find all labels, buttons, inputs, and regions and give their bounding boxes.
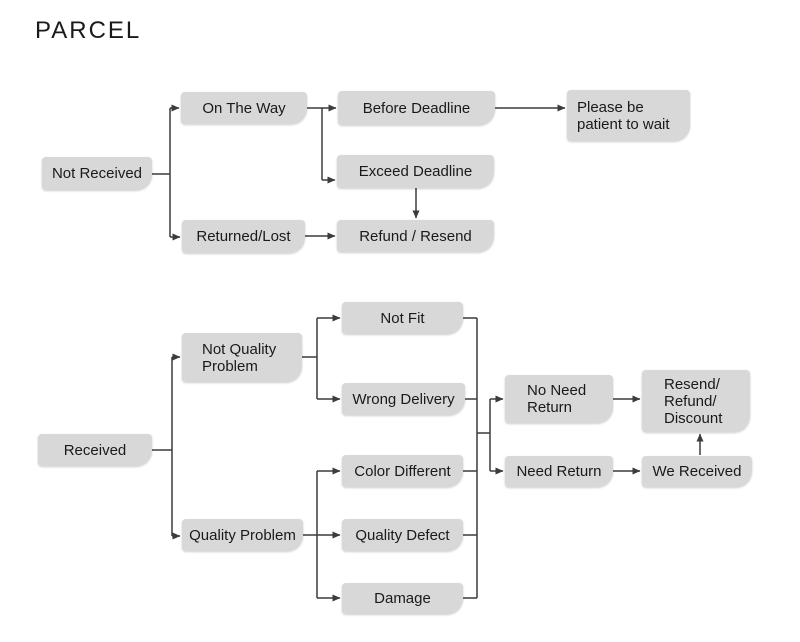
node-damage: Damage <box>342 583 463 614</box>
node-we-received: We Received <box>642 456 752 487</box>
connector-merge-bus <box>463 317 478 599</box>
node-not-fit: Not Fit <box>342 302 463 334</box>
node-quality-defect: Quality Defect <box>342 519 463 551</box>
connector-not-received-branch <box>152 104 181 241</box>
node-not-quality-problem: Not Quality Problem <box>182 333 302 382</box>
connector-not-quality-problem-branch <box>302 314 341 403</box>
node-quality-problem: Quality Problem <box>182 519 303 551</box>
node-resend-refund-discount: Resend/ Refund/ Discount <box>642 370 750 432</box>
node-before-deadline: Before Deadline <box>338 91 495 125</box>
node-please-be-patient-to-wait: Please be patient to wait <box>567 90 690 141</box>
node-no-need-return: No Need Return <box>505 375 613 423</box>
node-wrong-delivery: Wrong Delivery <box>342 383 465 415</box>
node-on-the-way: On The Way <box>181 92 307 124</box>
connector-on-the-way-branch <box>307 104 337 184</box>
node-returned-lost: Returned/Lost <box>182 220 305 253</box>
connector-received-branch <box>152 353 181 540</box>
node-color-different: Color Different <box>342 455 463 487</box>
node-received: Received <box>38 434 152 466</box>
node-need-return: Need Return <box>505 456 613 487</box>
node-exceed-deadline: Exceed Deadline <box>337 155 494 188</box>
connector-return-decision-split <box>477 395 504 475</box>
diagram-title: PARCEL <box>35 17 142 44</box>
node-not-received: Not Received <box>42 157 152 190</box>
connector-quality-problem-branch <box>303 467 341 602</box>
node-refund-resend: Refund / Resend <box>337 220 494 252</box>
